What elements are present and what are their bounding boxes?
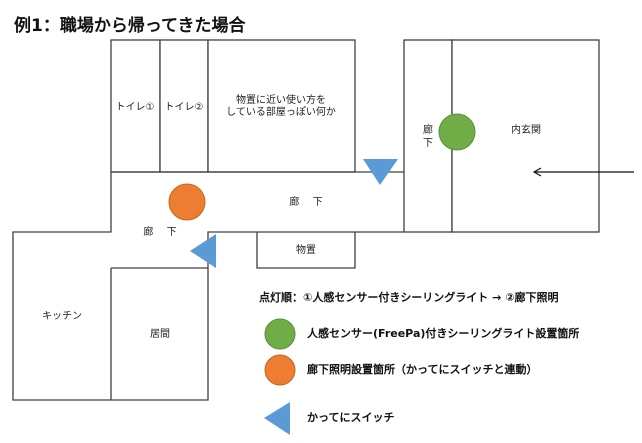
page-title: 例1：職場から帰ってきた場合 — [14, 15, 246, 36]
lighting-order-text: 点灯順：①人感センサー付きシーリングライト → ②廊下照明 — [259, 290, 559, 304]
hall-light-marker — [168, 183, 206, 221]
switch-marker-left-icon — [190, 234, 216, 268]
storage-label: 物置 — [296, 243, 316, 256]
legend-orange-circle-icon — [264, 354, 296, 386]
right-hallway-label-2: 下 — [423, 138, 433, 149]
wall-lower — [12, 172, 404, 401]
toilet-1-label: トイレ① — [116, 102, 155, 113]
left-hallway-label: 廊 下 — [143, 225, 176, 238]
kitchen-label: キッチン — [42, 310, 82, 322]
switch-marker-down-icon — [363, 159, 398, 185]
legend-green-circle-icon — [264, 318, 296, 350]
entry-arrow-icon — [532, 167, 542, 177]
legend-triangle-icon — [264, 402, 290, 435]
legend-orange-text: 廊下照明設置箇所（かってにスイッチと連動） — [307, 362, 537, 376]
entrance-label: 内玄関 — [511, 123, 541, 136]
storage-room — [256, 232, 356, 269]
sensor-light-marker — [438, 113, 476, 151]
toilet-2-label: トイレ② — [165, 102, 204, 113]
toilet-2-room — [159, 39, 209, 173]
legend-green-text: 人感センサー(FreePa)付きシーリングライト設置箇所 — [307, 326, 579, 340]
legend-triangle-text: かってにスイッチ — [307, 411, 394, 424]
toilet-1-room — [110, 39, 161, 173]
storage-like-room-label-2: している部屋っぽい何か — [226, 105, 336, 118]
storage-like-room — [207, 39, 356, 173]
living-label: 居間 — [150, 328, 170, 340]
right-hallway-label-1: 廊 — [423, 123, 433, 136]
center-hallway-label: 廊 下 — [289, 195, 322, 208]
entrance-room — [451, 39, 600, 233]
storage-like-room-label-1: 物置に近い使い方を — [236, 93, 326, 106]
